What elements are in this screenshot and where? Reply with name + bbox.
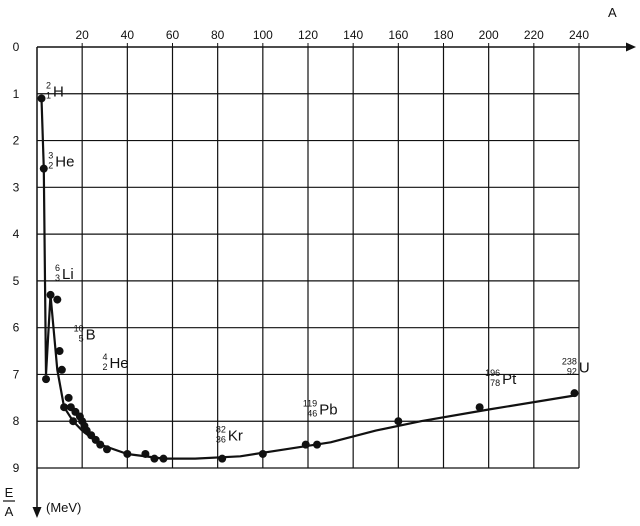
nuclide-symbol: He — [55, 154, 74, 171]
data-point-2 — [42, 375, 51, 384]
nuclide-mass-number: 238 — [562, 356, 577, 366]
x-tick-labels: 20 40 60 80 100 120 140 160 180 200 220 240 — [75, 28, 589, 42]
y-tick-labels: 0 1 2 3 4 5 6 7 8 9 — [13, 40, 20, 475]
x-tick-label-80: 80 — [211, 28, 225, 42]
y-tick-label-2: 2 — [13, 134, 20, 148]
data-point-23 — [159, 454, 168, 463]
data-point-29 — [475, 403, 484, 412]
y-axis-unit-label: (MeV) — [46, 500, 81, 515]
data-point-19 — [103, 445, 112, 454]
nuclide-atomic-number: 2 — [48, 161, 53, 171]
y-tick-label-5: 5 — [13, 274, 20, 288]
nuclide-atomic-number: 2 — [102, 362, 107, 372]
data-point-20 — [123, 449, 132, 458]
data-point-7 — [60, 403, 69, 412]
nuclide-atomic-number: 5 — [79, 334, 84, 344]
data-point-22 — [150, 454, 159, 463]
data-point-27 — [313, 440, 322, 449]
nuclide-mass-number: 10 — [74, 324, 84, 334]
data-point-26 — [301, 440, 310, 449]
x-tick-label-220: 220 — [524, 28, 544, 42]
data-point-0 — [37, 94, 46, 103]
nuclide-mass-number: 3 — [48, 151, 53, 161]
data-point-5 — [55, 347, 64, 356]
x-tick-label-100: 100 — [253, 28, 273, 42]
y-tick-label-8: 8 — [13, 414, 20, 428]
data-point-10 — [69, 417, 78, 426]
y-tick-label-7: 7 — [13, 367, 20, 381]
data-point-30 — [570, 389, 579, 398]
x-tick-label-120: 120 — [298, 28, 318, 42]
data-point-6 — [57, 365, 66, 374]
nuclide-atomic-number: 78 — [490, 378, 500, 388]
x-tick-label-180: 180 — [433, 28, 453, 42]
x-tick-label-40: 40 — [121, 28, 135, 42]
nuclide-mass-number: 2 — [46, 80, 51, 90]
x-tick-label-200: 200 — [479, 28, 499, 42]
nuclide-mass-number: 196 — [485, 368, 500, 378]
x-axis-arrow-icon — [626, 42, 636, 52]
data-point-1 — [39, 164, 48, 173]
y-axis-label-numerator: E — [5, 485, 14, 500]
data-point-3 — [46, 290, 55, 299]
y-tick-label-6: 6 — [13, 321, 20, 335]
nuclide-mass-number: 6 — [55, 263, 60, 273]
nuclide-mass-number: 4 — [102, 352, 107, 362]
y-tick-label-3: 3 — [13, 180, 20, 194]
x-tick-label-140: 140 — [343, 28, 363, 42]
nuclide-symbol: Pt — [502, 371, 517, 388]
y-axis-label-denominator: A — [5, 504, 14, 519]
x-axis-label: A — [608, 5, 617, 20]
nuclide-symbol: Li — [62, 266, 74, 283]
nuclide-atomic-number: 46 — [307, 409, 317, 419]
data-point-8 — [64, 393, 73, 402]
data-point-4 — [53, 295, 62, 304]
x-tick-label-240: 240 — [569, 28, 589, 42]
points-layer — [37, 94, 579, 463]
y-axis-arrow-icon — [32, 507, 42, 518]
nuclide-atomic-number: 3 — [55, 273, 60, 283]
axes — [32, 42, 636, 518]
data-point-18 — [96, 440, 105, 449]
nuclide-symbol: Kr — [228, 427, 243, 444]
nuclide-symbol: Pb — [319, 402, 337, 419]
nuclide-symbol: H — [53, 83, 64, 100]
nuclide-atomic-number: 92 — [567, 366, 577, 376]
x-tick-label-20: 20 — [75, 28, 89, 42]
nuclide-atomic-number: 1 — [46, 90, 51, 100]
x-tick-label-160: 160 — [388, 28, 408, 42]
nuclide-mass-number: 82 — [216, 424, 226, 434]
grid — [37, 47, 580, 469]
y-tick-label-1: 1 — [13, 87, 20, 101]
data-point-24 — [218, 454, 227, 463]
y-tick-label-4: 4 — [13, 227, 20, 241]
y-tick-label-9: 9 — [13, 461, 20, 475]
x-tick-label-60: 60 — [166, 28, 180, 42]
nuclide-symbol: B — [86, 327, 96, 344]
nuclide-mass-number: 119 — [303, 399, 317, 409]
y-tick-label-0: 0 — [13, 40, 20, 54]
nuclide-atomic-number: 36 — [216, 434, 226, 444]
nuclide-symbol: He — [109, 355, 128, 372]
data-point-21 — [141, 449, 150, 458]
data-point-28 — [394, 417, 403, 426]
nuclide-symbol: U — [579, 359, 590, 376]
data-point-25 — [258, 449, 267, 458]
